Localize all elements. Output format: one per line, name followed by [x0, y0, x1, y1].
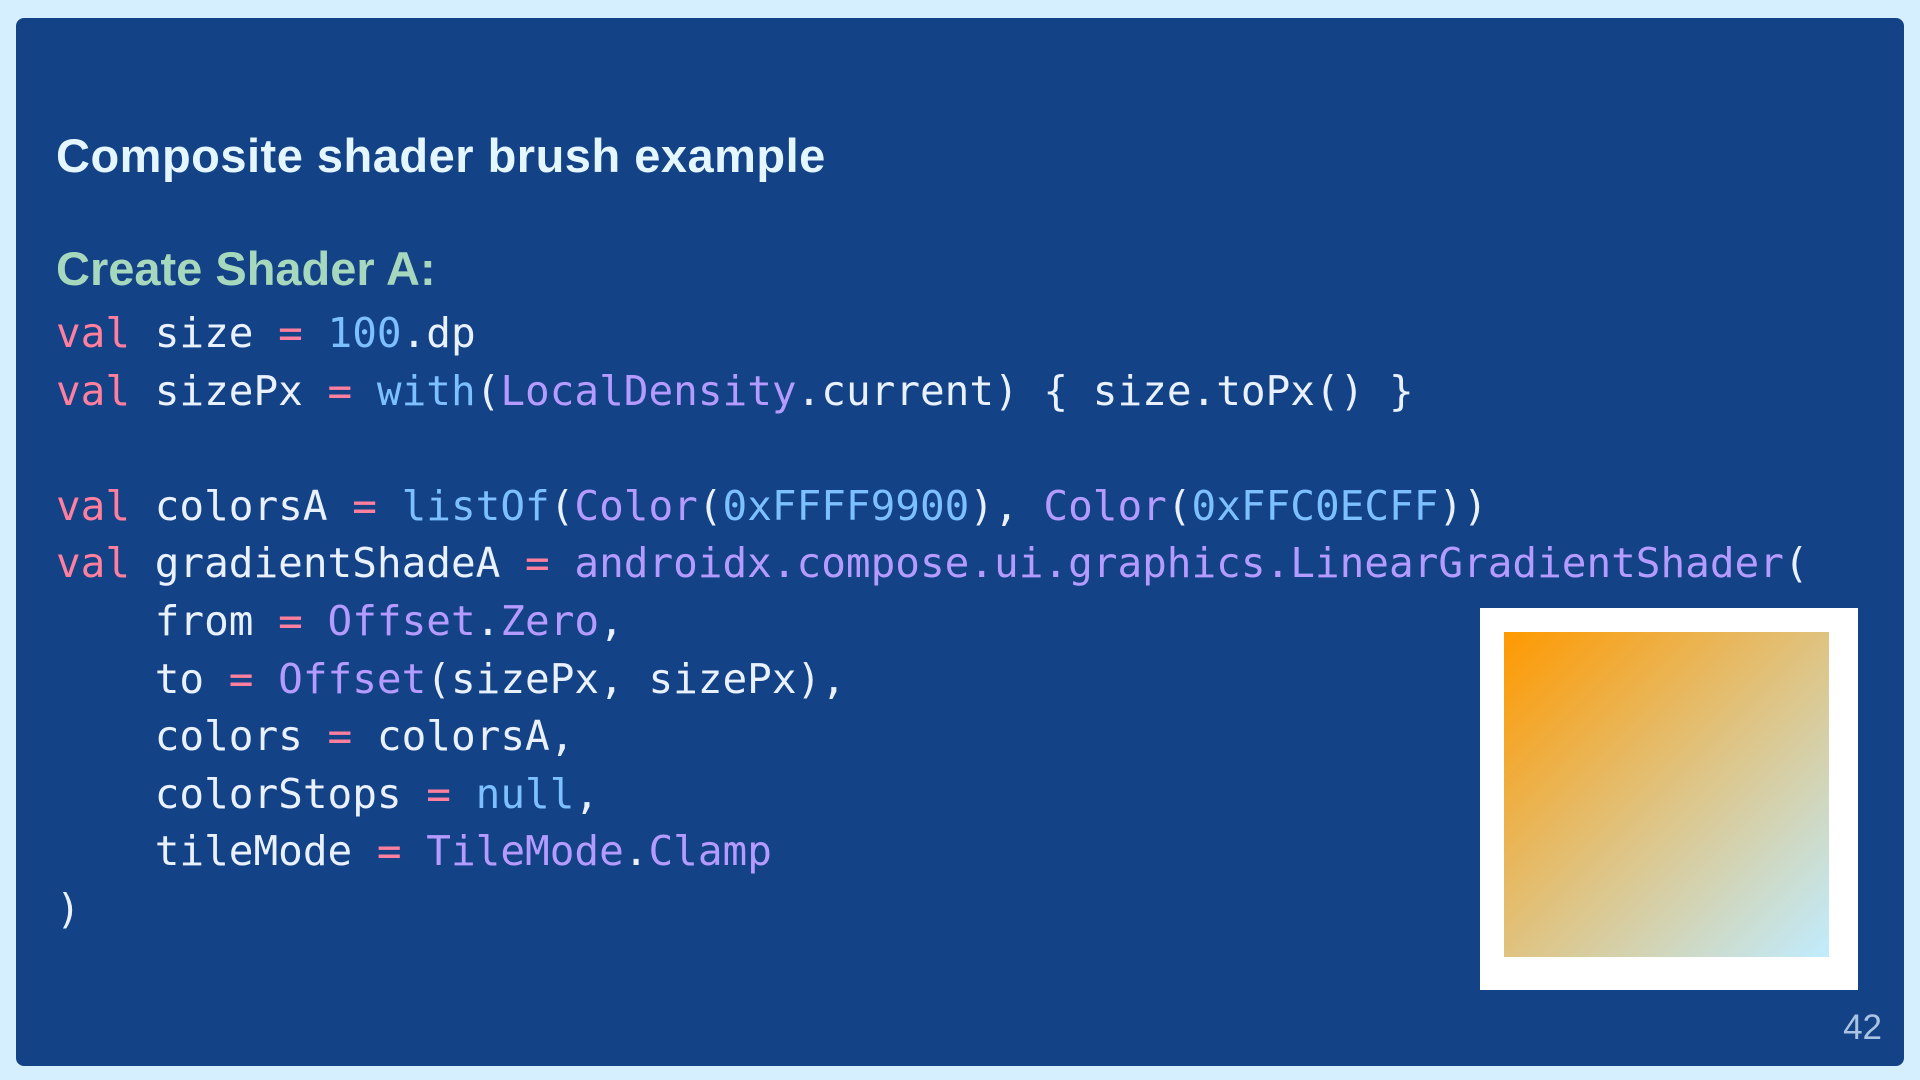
code-token-plain: ,: [599, 596, 624, 645]
code-token-op: =: [352, 481, 377, 530]
slide-subtitle: Create Shader A:: [56, 242, 436, 295]
code-token-fn: with: [376, 366, 476, 415]
code-token-plain: [550, 539, 575, 587]
code-token-plain: ,: [574, 769, 600, 818]
code-token-type: Color: [574, 481, 698, 530]
code-token-plain: [402, 827, 427, 875]
code-token-plain: size: [130, 309, 279, 357]
code-token-type: LocalDensity: [500, 366, 797, 415]
code-token-plain: (: [475, 366, 501, 415]
code-token-plain: )): [1438, 481, 1488, 530]
code-token-plain: (: [549, 481, 575, 530]
code-token-type: Zero: [500, 596, 600, 645]
code-token-plain: (: [1166, 481, 1192, 530]
code-token-plain: [377, 482, 402, 530]
code-token-plain: .dp: [401, 309, 476, 357]
page-number: 42: [1843, 1008, 1882, 1047]
code-token-op: =: [278, 309, 303, 357]
code-token-plain: [253, 655, 278, 703]
code-token-op: =: [525, 539, 550, 588]
code-token-plain: [352, 367, 377, 415]
slide-title: Composite shader brush example: [56, 129, 826, 182]
code-line: [56, 420, 1809, 478]
code-token-num: 0xFFFF9900: [722, 481, 970, 530]
code-token-plain: from: [56, 596, 279, 645]
code-token-fn: listOf: [401, 481, 550, 530]
code-token-type: Clamp: [648, 827, 772, 876]
code-line: val colorsA = listOf(Color(0xFFFF9900), …: [56, 478, 1809, 536]
gradient-preview-swatch: [1504, 632, 1829, 957]
code-token-plain: tileMode: [56, 827, 377, 876]
code-token-plain: gradientShadeA: [130, 539, 526, 588]
code-token-num: 100: [327, 309, 402, 357]
code-token-op: =: [327, 366, 353, 415]
code-line: val gradientShadeA = androidx.compose.ui…: [56, 535, 1809, 593]
code-token-plain: to: [56, 654, 229, 703]
code-token-plain: (: [697, 481, 723, 530]
code-token-plain: ): [56, 884, 81, 933]
code-token-type: Color: [1043, 481, 1167, 530]
code-line: to = Offset(sizePx, sizePx),: [56, 651, 1809, 709]
code-token-type: TileMode: [426, 827, 624, 876]
code-token-plain: .: [623, 827, 649, 876]
code-token-op: =: [327, 712, 353, 761]
code-token-num: null: [475, 769, 575, 818]
code-token-op: =: [278, 596, 303, 645]
code-token-kw: val: [56, 539, 131, 588]
code-token-plain: [303, 309, 328, 357]
slide: Composite shader brush example Create Sh…: [16, 18, 1904, 1066]
code-line: from = Offset.Zero,: [56, 593, 1809, 651]
code-line: ): [56, 881, 1809, 939]
code-token-plain: colorsA: [130, 481, 353, 530]
code-token-kw: val: [56, 309, 131, 357]
code-token-plain: colorsA,: [352, 712, 575, 761]
code-token-plain: [451, 770, 476, 818]
code-token-plain: (sizePx, sizePx),: [426, 654, 846, 703]
code-token-plain: (: [1783, 539, 1809, 588]
code-token-kw: val: [56, 366, 131, 415]
code-token-op: =: [228, 654, 254, 703]
code-token-plain: colors: [56, 712, 328, 761]
code-line: val size = 100.dp: [56, 305, 1809, 363]
code-token-plain: .current) { size.toPx() }: [796, 366, 1414, 415]
code-line: tileMode = TileMode.Clamp: [56, 823, 1809, 881]
code-token-type: androidx.compose.ui.graphics.LinearGradi…: [574, 539, 1784, 588]
code-token-num: 0xFFC0ECFF: [1191, 481, 1439, 530]
code-token-type: Offset: [278, 654, 427, 703]
code-token-type: Offset: [327, 596, 476, 645]
code-line: val sizePx = with(LocalDensity.current) …: [56, 363, 1809, 421]
code-token-op: =: [376, 827, 402, 876]
code-token-kw: val: [56, 481, 131, 530]
code-line: colors = colorsA,: [56, 708, 1809, 766]
code-token-op: =: [426, 769, 451, 818]
code-token-plain: sizePx: [130, 366, 328, 415]
code-line: colorStops = null,: [56, 766, 1809, 824]
code-token-plain: .: [475, 596, 501, 645]
code-token-plain: [303, 597, 328, 645]
code-token-plain: colorStops: [56, 769, 427, 818]
gradient-preview-frame: [1480, 608, 1858, 990]
code-token-plain: ),: [969, 481, 1044, 530]
